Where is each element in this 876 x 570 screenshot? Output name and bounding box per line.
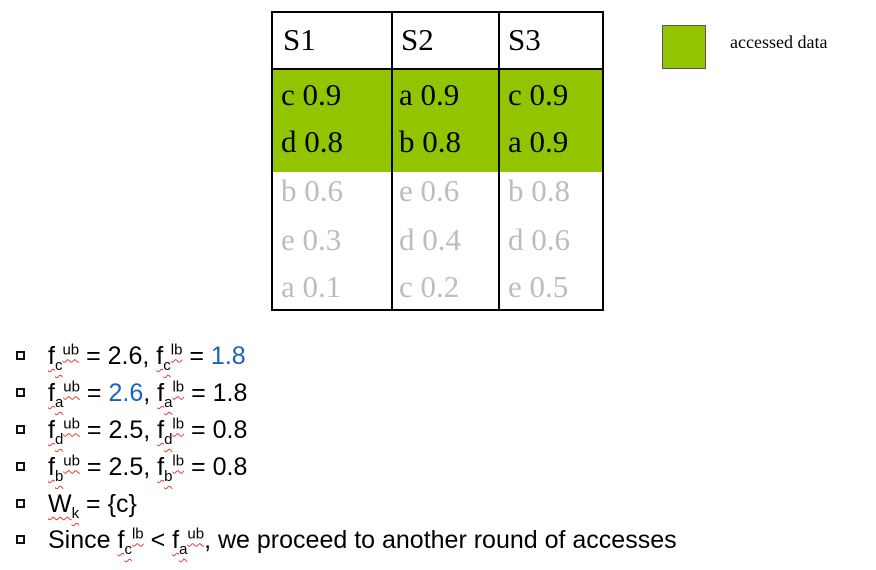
table-cell: a 0.1 xyxy=(281,269,342,304)
superscript: ub xyxy=(187,525,205,543)
table-cell: b 0.6 xyxy=(281,173,343,208)
subscript: c xyxy=(163,357,171,374)
header-s1: S1 xyxy=(283,22,316,57)
symbol: W xyxy=(48,490,72,518)
bullet-line-2: faub = 2.6, falb = 1.8 xyxy=(16,376,247,410)
table-cell: b 0.8 xyxy=(399,124,461,159)
symbol: f xyxy=(48,416,55,444)
table-cell: e 0.3 xyxy=(281,222,342,257)
text: = xyxy=(182,342,211,370)
accessed-region xyxy=(273,70,602,172)
bullet-icon xyxy=(16,534,25,544)
header-s3: S3 xyxy=(508,22,541,57)
table-cell: a 0.9 xyxy=(399,77,460,112)
table-cell: e 0.6 xyxy=(399,173,460,208)
symbol: f xyxy=(172,526,180,554)
bullet-line-6: Since fclb < faub, we proceed to another… xyxy=(16,523,677,557)
symbol: f xyxy=(48,379,55,407)
text: , we proceed to another round of accesse… xyxy=(204,526,677,554)
bullet-icon xyxy=(16,498,25,508)
subscript: a xyxy=(54,394,64,411)
subscript: a xyxy=(179,541,188,558)
symbol: f xyxy=(156,342,164,370)
subscript: c xyxy=(124,541,132,558)
text: = 2.5, xyxy=(79,453,158,481)
text: = 1.8 xyxy=(184,379,248,407)
bullet-icon xyxy=(16,387,25,397)
header-s2: S2 xyxy=(401,22,434,57)
text: = 0.8 xyxy=(184,453,248,481)
text: < xyxy=(143,526,173,554)
column-divider xyxy=(498,13,500,309)
symbol: f xyxy=(157,379,165,407)
symbol: f xyxy=(157,416,165,444)
subscript: b xyxy=(54,468,64,485)
text: = 0.8 xyxy=(184,416,248,444)
legend-label: accessed data xyxy=(730,32,828,52)
symbol: f xyxy=(48,342,55,370)
table-cell: c 0.9 xyxy=(508,77,569,112)
column-divider xyxy=(391,13,393,309)
symbol: f xyxy=(157,453,165,481)
superscript: ub xyxy=(63,378,80,396)
subscript: d xyxy=(164,431,173,448)
bullet-line-3: fdub = 2.5, fdlb = 0.8 xyxy=(16,413,247,447)
subscript: b xyxy=(164,468,173,485)
superscript: lb xyxy=(131,525,144,543)
table-cell: d 0.8 xyxy=(281,124,343,159)
highlighted-value: 2.6 xyxy=(108,379,144,407)
bullet-icon xyxy=(16,461,25,471)
legend-swatch xyxy=(662,25,706,69)
table-cell: e 0.5 xyxy=(508,269,569,304)
subscript: c xyxy=(54,357,63,374)
table-cell: d 0.4 xyxy=(399,222,461,257)
bullet-icon xyxy=(16,350,25,360)
superscript: ub xyxy=(63,452,80,470)
highlighted-value: 1.8 xyxy=(210,342,246,370)
subscript: a xyxy=(164,394,173,411)
subscript: k xyxy=(71,505,80,522)
bullet-icon xyxy=(16,424,25,434)
bullet-line-4: fbub = 2.5, fblb = 0.8 xyxy=(16,450,247,484)
superscript: ub xyxy=(62,341,80,359)
table-header xyxy=(273,13,602,70)
text: Since xyxy=(48,526,118,554)
table-cell: a 0.9 xyxy=(508,124,569,159)
score-table: S1 S2 S3 c 0.9 a 0.9 c 0.9 d 0.8 b 0.8 a… xyxy=(271,11,604,311)
text: = 2.6, xyxy=(79,342,157,370)
text: = xyxy=(79,379,109,407)
symbol: f xyxy=(48,453,55,481)
bullet-line-5: Wk = {c} xyxy=(16,487,137,521)
table-cell: d 0.6 xyxy=(508,222,570,257)
superscript: lb xyxy=(170,341,183,359)
superscript: lb xyxy=(172,415,185,433)
superscript: lb xyxy=(172,452,185,470)
superscript: lb xyxy=(172,378,185,396)
text: = 2.5, xyxy=(79,416,158,444)
table-cell: c 0.2 xyxy=(399,269,460,304)
subscript: d xyxy=(54,431,64,448)
text: , xyxy=(143,379,158,407)
superscript: ub xyxy=(63,415,80,433)
table-cell: c 0.9 xyxy=(281,77,342,112)
text: = {c} xyxy=(79,490,137,518)
table-cell: b 0.8 xyxy=(508,173,570,208)
symbol: f xyxy=(117,526,125,554)
bullet-line-1: fcub = 2.6, fclb = 1.8 xyxy=(16,339,246,373)
